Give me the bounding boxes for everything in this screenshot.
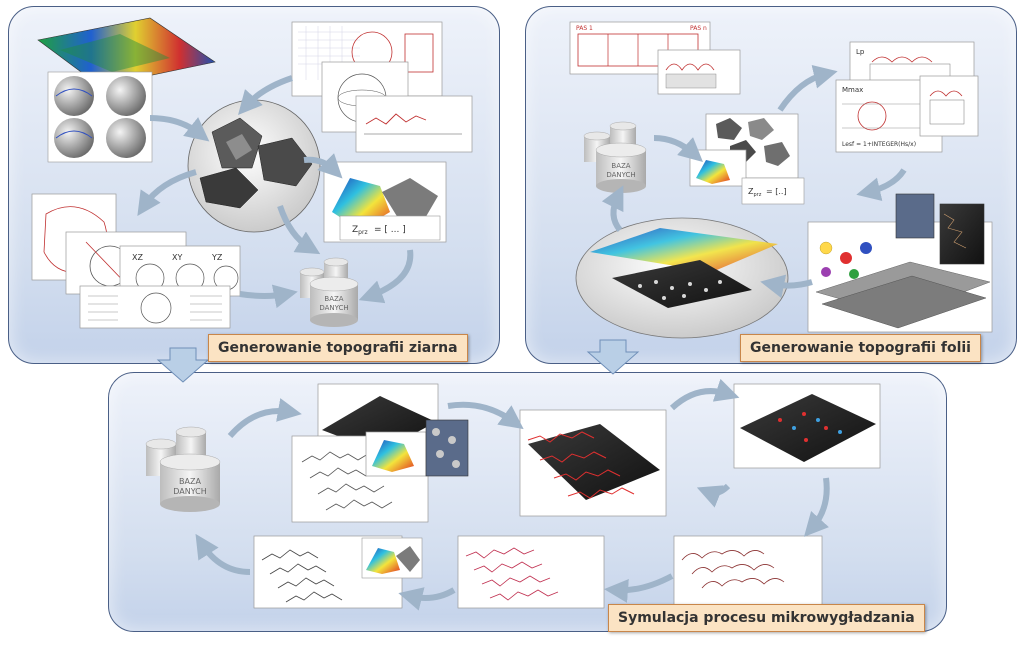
svg-text:= [..]: = [..] bbox=[766, 187, 787, 196]
foil-layers bbox=[807, 193, 993, 333]
sim-input-sheets bbox=[291, 383, 469, 523]
svg-text:Zprz: Zprz bbox=[352, 225, 368, 236]
cross-sections: XZ XY YZ bbox=[31, 193, 241, 329]
foil-flow-arrows bbox=[601, 65, 907, 299]
foil-stack-sheets: Lp Mmax Lesf = 1+INTEGER(Hs/x) bbox=[835, 41, 979, 153]
svg-text:DANYCH: DANYCH bbox=[173, 487, 207, 496]
transition-arrows bbox=[156, 339, 640, 383]
svg-text:BAZA: BAZA bbox=[179, 477, 201, 486]
foil-strip-sheets: PAS 1 PAS n bbox=[569, 21, 741, 95]
grain-flow-arrows bbox=[137, 75, 414, 309]
sim-flow-arrows bbox=[195, 378, 830, 611]
geometry-sheets bbox=[291, 21, 473, 153]
svg-text:YZ: YZ bbox=[211, 253, 223, 262]
sim-profiles-left bbox=[253, 535, 423, 609]
svg-text:Lp: Lp bbox=[856, 48, 865, 56]
svg-text:PAS 1: PAS 1 bbox=[576, 25, 593, 32]
svg-text:XZ: XZ bbox=[132, 253, 143, 262]
foil-surface-ellipse bbox=[575, 217, 789, 339]
foil-caption: Generowanie topografii folii bbox=[740, 334, 981, 362]
svg-text:PAS n: PAS n bbox=[690, 25, 707, 32]
sim-profiles-right bbox=[673, 535, 823, 609]
sim-peaks-field bbox=[733, 383, 881, 469]
database-icon-grain: BAZA DANYCH bbox=[299, 257, 359, 327]
terrain-map bbox=[37, 17, 216, 87]
grain-caption: Generowanie topografii ziarna bbox=[208, 334, 468, 362]
svg-text:BAZA: BAZA bbox=[324, 295, 343, 303]
sim-profiles-middle bbox=[457, 535, 605, 609]
foil-grain-cluster: Zprz = [..] bbox=[689, 113, 805, 205]
sphere-quad bbox=[47, 71, 153, 163]
heatmap-grain: Zprz = [ ... ] bbox=[323, 161, 447, 243]
svg-text:XY: XY bbox=[172, 253, 182, 262]
svg-text:DANYCH: DANYCH bbox=[606, 171, 635, 179]
grain-circle bbox=[187, 99, 321, 233]
sim-profiles-main bbox=[519, 409, 667, 517]
sim-caption: Symulacja procesu mikrowygładzania bbox=[608, 604, 925, 632]
svg-text:= [ ... ]: = [ ... ] bbox=[374, 225, 406, 235]
svg-text:BAZA: BAZA bbox=[611, 162, 630, 170]
database-icon-foil: BAZA DANYCH bbox=[583, 121, 647, 193]
svg-text:DANYCH: DANYCH bbox=[319, 304, 348, 312]
svg-text:Mmax: Mmax bbox=[842, 86, 863, 94]
svg-text:Zprz: Zprz bbox=[748, 187, 762, 198]
svg-text:Lesf = 1+INTEGER(Hs/x): Lesf = 1+INTEGER(Hs/x) bbox=[842, 141, 916, 148]
database-icon-sim: BAZA DANYCH bbox=[145, 426, 221, 512]
